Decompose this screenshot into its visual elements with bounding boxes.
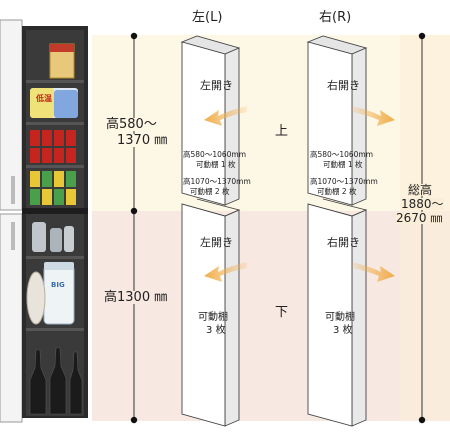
lower-height-label: 高1300 ㎜ [104,290,168,305]
left-upper-open-label: 左開き [200,79,233,92]
right-lower-spec-1: 可動棚 [325,312,355,323]
dimension-lines [133,36,423,420]
right-upper-spec-1: 高580～1060mm [310,150,374,159]
right-upper-spec-4: 可動棚 2 枚 [317,187,357,196]
arrow-left-upper [204,106,247,126]
lower-section-marker: 下 [275,305,289,320]
dimension-dots [130,32,426,424]
lower-zone-band [92,211,450,421]
total-height-label-1: 総高 [408,183,433,197]
left-lower-spec-1: 可動棚 [198,312,228,323]
photo-jar-label: BIG [51,281,65,289]
right-upper-open-label: 右開き [327,79,360,92]
total-height-label-2: 1880～ [401,197,444,211]
right-lower-open-label: 右開き [327,236,360,249]
right-lower-spec-2: 3 枚 [333,325,353,336]
arrow-right-lower [352,262,395,282]
right-upper-spec-3: 高1070～1370mm [310,177,378,186]
photo-box-label: 低温 [36,94,52,103]
left-lower-spec-2: 3 枚 [206,325,226,336]
left-upper-cabinet [180,35,241,206]
arrow-right-upper [352,106,395,126]
total-height-label-3: 2670 ㎜ [396,211,443,225]
upper-section-marker: 上 [275,124,289,139]
right-upper-spec-2: 可動棚 1 枚 [323,160,363,169]
cabinet-photo [0,19,88,423]
left-upper-spec-4: 可動棚 2 枚 [190,187,230,196]
upper-height-label-2: 1370 ㎜ [117,133,168,148]
right-column-header: 右(R) [319,10,352,25]
left-lower-open-label: 左開き [200,236,233,249]
left-upper-spec-2: 可動棚 1 枚 [196,160,236,169]
left-upper-spec-1: 高580～1060mm [183,150,247,159]
right-accent-band [400,35,450,421]
right-upper-cabinet [306,35,368,206]
left-column-header: 左(L) [192,10,223,25]
left-upper-spec-3: 高1070～1370mm [183,177,251,186]
arrow-left-lower [204,262,247,282]
upper-height-label-1: 高580～ [106,117,157,132]
left-lower-cabinet [181,198,241,427]
